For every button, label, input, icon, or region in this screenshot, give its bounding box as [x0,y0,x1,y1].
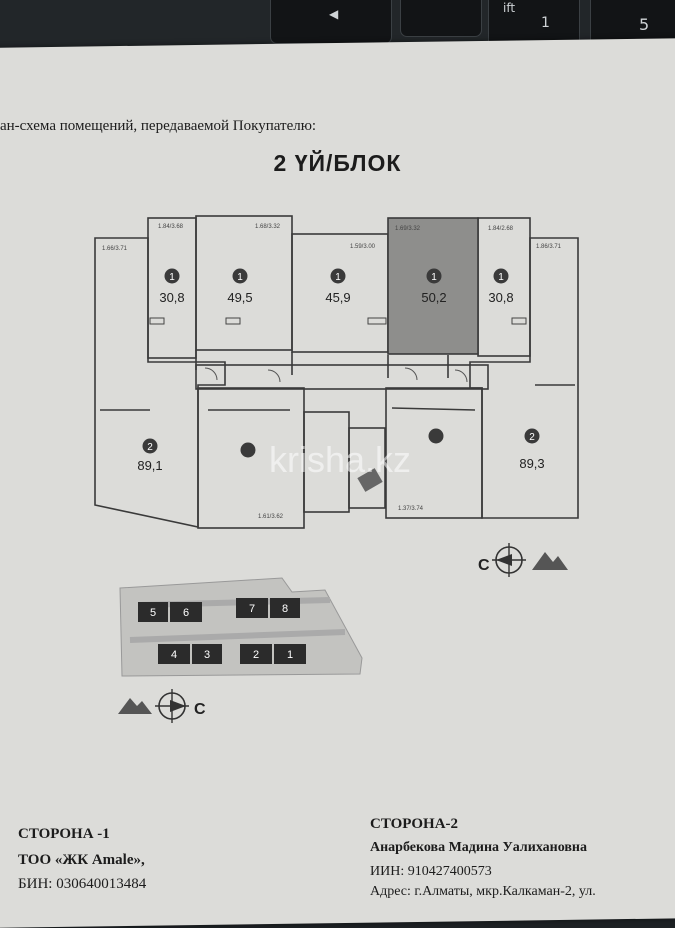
key-label: 1 [541,15,550,31]
unit-area: 30,8 [159,290,184,305]
side2-title: СТОРОНА-2 [370,816,459,832]
door-icon [404,367,418,381]
room-count: 1 [237,272,243,283]
unit-area: 89,3 [519,456,544,471]
partition-wall [100,384,575,411]
balcony [149,317,165,325]
side2-name: Анарбекова Мадина Уалихановна [370,840,587,855]
balcony [225,317,241,325]
mountain-icon [532,552,568,570]
unit-outline [469,237,579,519]
door-icon [267,369,281,383]
site-block-number: 8 [282,603,288,615]
compass-bottom: С [118,689,206,723]
corridor [195,364,489,390]
unit-area: 30,8 [488,290,513,305]
room-count-badge [426,268,442,284]
site-block-number: 7 [249,603,255,615]
room-count: 2 [529,432,535,443]
compass-arrow-icon [170,700,186,712]
room-count: 2 [147,442,153,453]
compass-letter: С [478,557,490,574]
site-block [170,602,202,622]
room-count: 1 [498,272,504,283]
side1-title: СТОРОНА -1 [18,826,110,842]
side2-iin: ИИН: 910427400573 [370,864,492,879]
balcony [367,317,387,325]
unit-area: 49,5 [227,290,252,305]
block-title: 2 ҮЙ/БЛОК [273,150,402,176]
keyboard-key [400,0,482,37]
height-label: 1.86/3.71 [536,244,562,250]
site-block-number: 5 [150,607,156,619]
unit-outline [195,215,293,351]
height-label: 1.68/3.32 [255,224,281,230]
side1-company: ТОО «ЖК Amale», [18,852,145,868]
keyboard-key: ◀ [270,0,392,44]
height-label: 1.84/2.68 [488,226,514,232]
site-block-number: 3 [204,649,210,661]
height-label: 1.61/3.62 [258,514,284,520]
room-count-badge [232,268,248,284]
site-block [138,602,168,622]
door-icon [454,369,468,383]
site-block-number: 6 [183,607,189,619]
compass-letter: С [194,701,206,718]
site-block-number: 4 [171,649,177,661]
elevator-core [348,427,386,509]
room-count: 1 [169,272,175,283]
height-label: 1.84/3.68 [158,224,184,230]
unit-highlighted [387,217,479,355]
room-count: 1 [335,272,341,283]
side1-bin: БИН: 030640013484 [18,876,147,892]
site-block [158,644,190,664]
room-count-badge [164,268,180,284]
height-label: 1.59/3.00 [350,244,376,250]
site-block [240,644,272,664]
compass-top: С [478,543,568,577]
room-count-badge [240,442,256,458]
height-label: 1.66/3.71 [102,246,128,252]
corridor-wall [195,350,449,378]
compass-arrow-icon [496,554,512,566]
site-plan: 5 6 7 8 4 3 2 1 [119,577,363,677]
unit-outline [147,217,197,359]
side2-address: Адрес: г.Алматы, мкр.Калкаман-2, ул. [370,884,596,899]
unit-area: 89,1 [137,458,162,473]
floor-plan: 1.84/3.68 1.68/3.32 1.59/3.00 1.69/3.32 … [94,215,579,723]
site-block [274,644,306,664]
site-block-number: 2 [253,649,259,661]
unit-outline [477,217,531,357]
door-icon [204,367,218,381]
intro-text: ан-схема помещений, передаваемой Покупат… [0,118,317,134]
room-count-badge [330,268,346,284]
site-block [270,598,300,618]
room-count-badge [524,428,540,444]
balcony [511,317,527,325]
room-count-badge [493,268,509,284]
height-label: 1.37/3.74 [398,506,424,512]
unit-area: 50,2 [421,290,446,305]
room-count: 1 [431,272,437,283]
unit-area: 45,9 [325,290,350,305]
stair-icon [357,468,383,492]
key-label: ift [503,1,516,15]
mountain-icon [118,698,152,714]
arrow-left-icon: ◀ [329,7,339,21]
height-label: 1.69/3.32 [395,226,421,232]
unit-outline [94,237,226,528]
site-block [236,598,268,618]
site-block [192,644,222,664]
key-label: 5 [639,15,650,34]
watermark: krisha.kz [269,439,411,480]
site-block-number: 1 [287,649,293,661]
room-count-badge [142,438,158,454]
room-count-badge [428,428,444,444]
